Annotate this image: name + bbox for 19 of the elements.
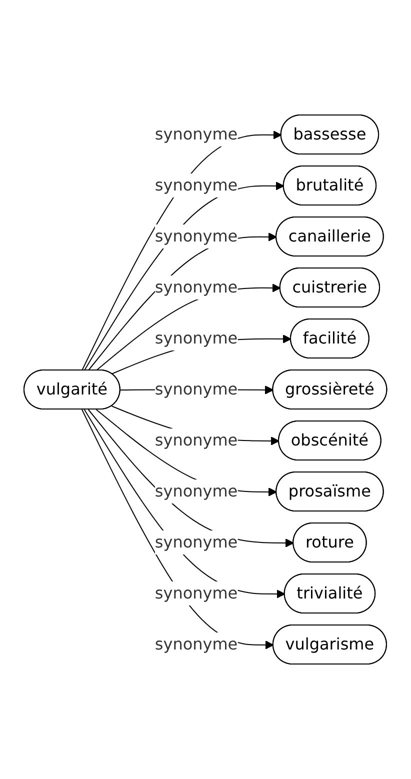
edge-label: synonyme [155,278,238,296]
edge-label: synonyme [155,532,238,552]
edge-label: synonyme [155,430,238,450]
arrow [82,409,274,650]
arrow [84,409,286,598]
edge-label: synonyme [155,176,238,195]
arrow [82,130,282,371]
arrow [96,409,278,496]
edge-label: synonyme [155,226,238,246]
edge-label: synonyme [155,634,238,654]
arrow [96,284,281,371]
edge-label: synonyme [155,380,238,398]
arrow [88,232,278,371]
edge-label: synonyme [155,328,238,348]
arrow [88,409,294,548]
edge-label: synonyme [155,124,238,144]
edge-label: synonyme [155,482,238,500]
arrow [84,182,284,371]
edge-label: synonyme [155,583,238,602]
